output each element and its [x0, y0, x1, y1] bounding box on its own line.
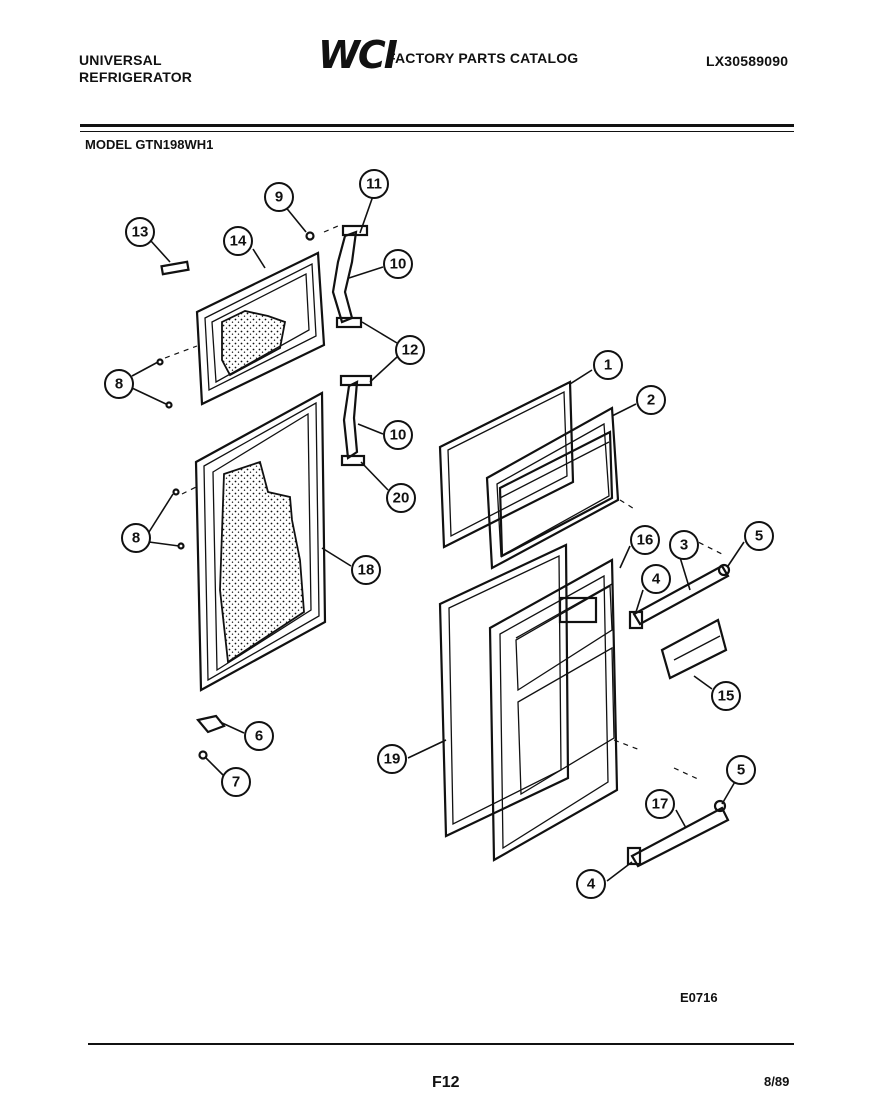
callout-part-3: 3 — [669, 530, 699, 560]
svg-text:3: 3 — [680, 537, 688, 554]
header-rule-thick — [80, 124, 794, 127]
callout-part-5a: 5 — [744, 521, 774, 551]
callout-part-4a: 4 — [641, 564, 671, 594]
screw-part-8d — [177, 542, 185, 550]
svg-text:10: 10 — [390, 427, 407, 444]
shelf-end-part-4b — [626, 846, 642, 866]
callout-part-19: 19 — [377, 744, 407, 774]
door-shelf-part-3 — [632, 564, 730, 626]
drawing-code: E0716 — [680, 990, 718, 1005]
callout-part-6: 6 — [244, 721, 274, 751]
callout-part-20: 20 — [386, 483, 416, 513]
svg-text:7: 7 — [232, 774, 240, 791]
svg-text:11: 11 — [366, 176, 382, 193]
wci-logo: WCI — [318, 33, 398, 77]
callout-part-17: 17 — [645, 789, 675, 819]
fresh-food-door-panel — [194, 391, 327, 692]
catalog-number: LX30589090 — [706, 53, 789, 69]
callout-part-8a: 8 — [104, 369, 134, 399]
freezer-liner — [485, 406, 620, 570]
svg-text:20: 20 — [393, 490, 410, 507]
callout-part-1: 1 — [593, 350, 623, 380]
screw-part-8c — [172, 488, 180, 496]
callout-part-10a: 10 — [383, 249, 413, 279]
svg-text:9: 9 — [275, 189, 283, 206]
svg-text:8: 8 — [132, 530, 140, 547]
callout-part-11: 11 — [359, 169, 389, 199]
hinge-pin-part-7 — [198, 750, 208, 760]
model-label: MODEL GTN198WH1 — [85, 137, 214, 152]
callout-part-12: 12 — [395, 335, 425, 365]
alignment-lines — [164, 225, 723, 781]
brand-line-1: UNIVERSAL — [79, 52, 162, 68]
svg-text:5: 5 — [755, 528, 763, 545]
screw-part-8b — [165, 401, 173, 409]
fresh-food-liner — [488, 558, 619, 862]
callout-part-18: 18 — [351, 555, 381, 585]
callout-part-15: 15 — [711, 681, 741, 711]
svg-text:18: 18 — [358, 562, 375, 579]
brand-line-2: REFRIGERATOR — [79, 69, 193, 85]
screw-part-9 — [305, 231, 315, 241]
svg-text:5: 5 — [737, 762, 745, 779]
fresh-food-handle — [339, 374, 373, 467]
footer-date: 8/89 — [764, 1074, 790, 1089]
svg-text:14: 14 — [230, 233, 247, 250]
svg-text:15: 15 — [718, 688, 735, 705]
header-rule-thin — [80, 131, 794, 132]
svg-text:4: 4 — [587, 876, 596, 893]
page-code: F12 — [432, 1074, 460, 1091]
svg-text:12: 12 — [402, 342, 419, 359]
freezer-gasket — [438, 380, 575, 549]
trim-piece — [160, 260, 190, 276]
callout-part-4b: 4 — [576, 869, 606, 899]
catalog-title: FACTORY PARTS CATALOG — [387, 50, 579, 66]
shelf-end-part-4a — [628, 610, 644, 630]
callout-part-14: 14 — [223, 226, 253, 256]
callout-part-7: 7 — [221, 767, 251, 797]
freezer-handle — [331, 224, 369, 329]
callout-part-16: 16 — [630, 525, 660, 555]
callout-part-5b: 5 — [726, 755, 756, 785]
footer-rule — [88, 1043, 794, 1045]
door-shelf-part-17 — [630, 806, 730, 868]
freezer-door-panel — [195, 251, 326, 406]
hinge-part-6 — [195, 714, 226, 734]
svg-text:16: 16 — [637, 532, 654, 549]
svg-text:2: 2 — [647, 392, 655, 409]
screw-part-8a — [156, 358, 164, 366]
fresh-food-gasket — [438, 543, 570, 838]
svg-text:6: 6 — [255, 728, 263, 745]
callout-part-13: 13 — [125, 217, 155, 247]
svg-text:8: 8 — [115, 376, 123, 393]
svg-text:4: 4 — [652, 571, 661, 588]
svg-text:10: 10 — [390, 256, 407, 273]
leader-lines — [131, 195, 745, 882]
callout-part-9: 9 — [264, 182, 294, 212]
shelf-cap-part-5a — [717, 563, 731, 577]
svg-text:1: 1 — [604, 357, 612, 374]
svg-text:19: 19 — [384, 751, 401, 768]
shelf-cap-part-5b — [713, 799, 727, 813]
svg-text:17: 17 — [652, 796, 669, 813]
callout-part-10b: 10 — [383, 420, 413, 450]
callout-part-2: 2 — [636, 385, 666, 415]
dairy-bin-part-15 — [660, 618, 728, 680]
svg-text:13: 13 — [132, 224, 149, 241]
callout-part-8b: 8 — [121, 523, 151, 553]
